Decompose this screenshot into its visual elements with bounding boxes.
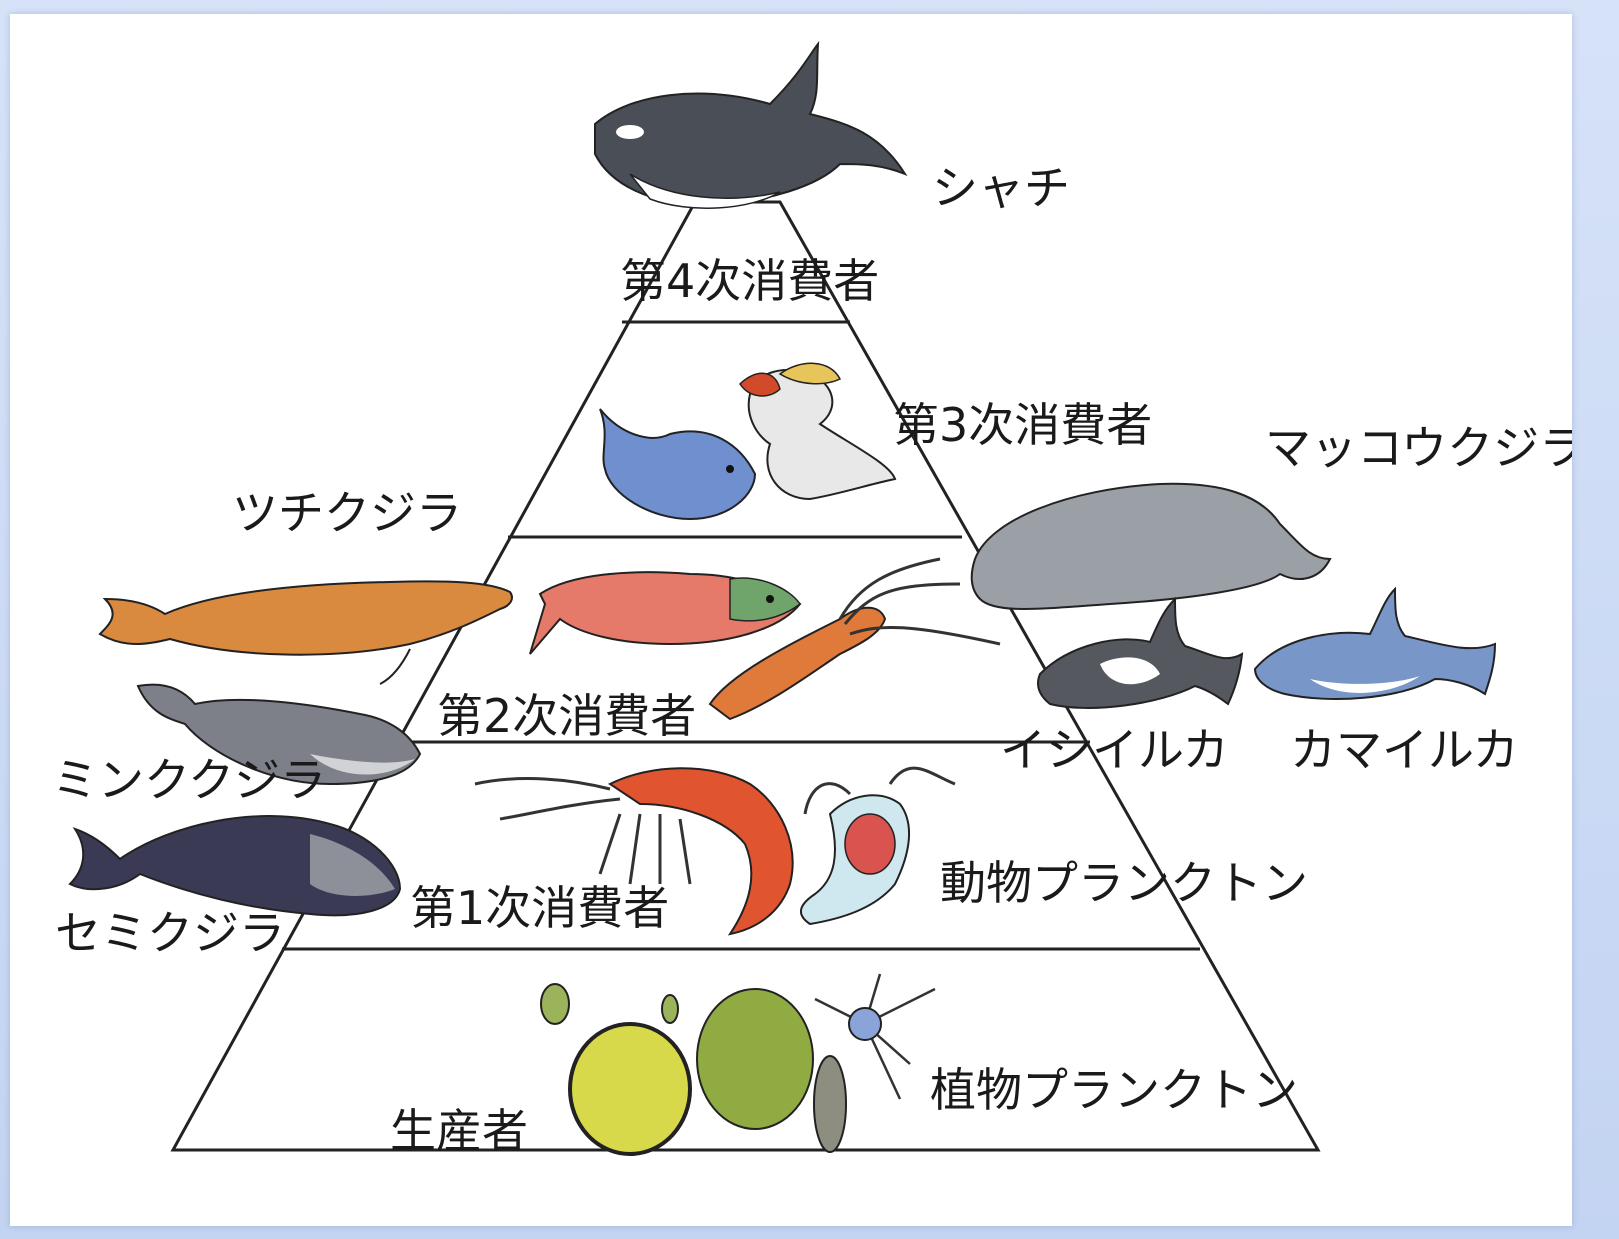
diagram-panel: 第4次消費者 第3次消費者 第2次消費者 第1次消費者 生産者 シャチ マッコウ… [10,14,1572,1226]
puffin-illustration [739,362,897,501]
bairds-beaked-whale-illustration [98,580,513,685]
minke-whale-illustration [136,683,422,786]
label-orca: シャチ [932,161,1070,215]
label-sperm-whale: マッコウクジラ [1265,421,1572,475]
food-pyramid-diagram: 第4次消費者 第3次消費者 第2次消費者 第1次消費者 生産者 シャチ マッコウ… [52,40,1572,1158]
white-sided-dolphin-illustration [1253,586,1497,700]
tier-label-1st-consumer: 第1次消費者 [410,881,669,935]
phytoplankton-illustration [540,973,936,1156]
tier-label-4th-consumer: 第4次消費者 [620,254,879,308]
label-right-whale: セミクジラ [55,906,285,960]
label-minke-whale: ミンククジラ [52,753,326,807]
right-whale-illustration [68,815,402,917]
copepod-illustration [800,766,956,926]
tier-label-2nd-consumer: 第2次消費者 [437,689,696,743]
orca-illustration [594,40,908,209]
dalls-porpoise-illustration [1037,596,1244,709]
tier-label-3rd-consumer: 第3次消費者 [893,398,1152,452]
label-phytoplankton: 植物プランクトン [930,1063,1298,1117]
salmon-illustration [529,571,802,655]
tier-label-producer: 生産者 [390,1104,528,1158]
sperm-whale-illustration [970,482,1332,610]
label-bairds-beaked-whale: ツチクジラ [232,486,462,540]
label-white-sided-dolphin: カマイルカ [1290,723,1519,777]
squid-illustration [708,557,1001,721]
shrimp-illustration [474,767,794,936]
label-zooplankton: 動物プランクトン [940,856,1308,910]
label-dalls-porpoise: イシイルカ [1000,723,1229,777]
seal-illustration [599,408,757,521]
